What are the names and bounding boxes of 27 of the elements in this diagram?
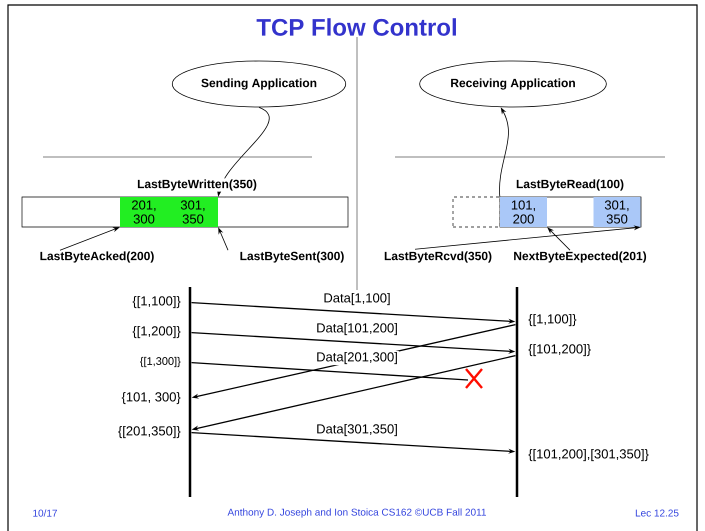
buffer-cell: 201, 300 bbox=[120, 197, 168, 227]
buffer-box bbox=[22, 196, 348, 228]
state-label: {[1,100]} bbox=[132, 296, 181, 308]
edge-label: Data[1,100] bbox=[322, 292, 392, 306]
pointer-label: LastByteWritten(350) bbox=[136, 178, 258, 192]
pointer-label: LastByteRcvd(350) bbox=[384, 251, 492, 263]
title: TCP Flow Control bbox=[256, 18, 456, 36]
pointer-label: LastByteAcked(200) bbox=[40, 251, 154, 263]
node-label: 201, 300 bbox=[132, 200, 156, 224]
state-label: {[201,350]} bbox=[118, 426, 181, 438]
buffer-box bbox=[500, 196, 642, 228]
footer-text: 10/17 bbox=[33, 509, 58, 517]
buffer-cell: 301, 350 bbox=[168, 197, 218, 227]
state-label: {[1,200]} bbox=[132, 326, 181, 338]
pointer-label: NextByteExpected(201) bbox=[514, 251, 646, 263]
edge-label: Data[201,300] bbox=[315, 350, 399, 366]
buffer-box bbox=[452, 196, 500, 228]
buffer-cell: 301, 350 bbox=[594, 197, 640, 227]
state-label: {[101,200],[301,350]} bbox=[528, 448, 649, 462]
node-label: 301, 350 bbox=[180, 200, 204, 224]
footer-text: Anthony D. Joseph and Ion Stoica CS162 ©UCB Fall 2011 bbox=[228, 508, 486, 518]
edge-label: Data[301,350] bbox=[315, 422, 399, 438]
footer-text: Lec 12.25 bbox=[636, 509, 679, 517]
edge-label: Data[101,200] bbox=[315, 322, 399, 336]
buffer-cell: 101, 200 bbox=[500, 197, 547, 227]
pointer-label: LastByteRead(100) bbox=[514, 178, 626, 192]
pointer-label: LastByteSent(300) bbox=[240, 251, 344, 263]
